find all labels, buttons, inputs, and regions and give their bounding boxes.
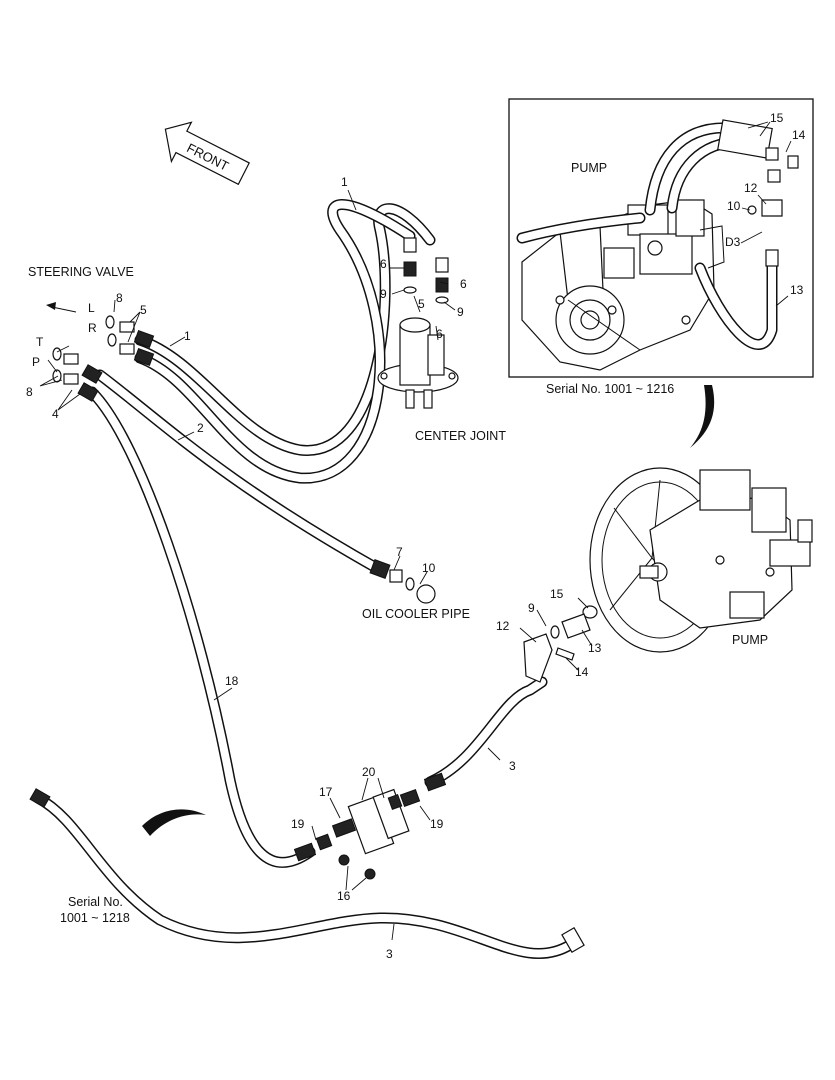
serial-label-line1: Serial No. bbox=[68, 895, 123, 909]
callout-8-left: 8 bbox=[26, 385, 33, 399]
port-l-label: L bbox=[88, 301, 95, 315]
pump-inset: PUMP Serial No. 1001 ~ 1216 15 14 12 10 … bbox=[508, 98, 814, 396]
callout-19-b: 19 bbox=[430, 817, 444, 831]
callout-9-pump: 9 bbox=[528, 601, 535, 615]
center-joint-fittings bbox=[403, 237, 449, 304]
callout-14: 14 bbox=[575, 665, 589, 679]
bottom-hose-end-left bbox=[29, 788, 51, 808]
port-r-label: R bbox=[88, 321, 97, 335]
callout-7: 7 bbox=[396, 545, 403, 559]
callout-8-top: 8 bbox=[116, 291, 123, 305]
callout-20: 20 bbox=[362, 765, 376, 779]
callout-6-a: 6 bbox=[380, 257, 387, 271]
main-pump-drawing bbox=[589, 467, 813, 653]
callout-12: 12 bbox=[496, 619, 510, 633]
steering-valve-label: STEERING VALVE bbox=[28, 265, 134, 279]
inset-callout-15: 15 bbox=[770, 111, 784, 125]
callout-18: 18 bbox=[225, 674, 239, 688]
inset-pump-label: PUMP bbox=[571, 161, 607, 175]
leader-lines bbox=[39, 189, 593, 941]
callout-10: 10 bbox=[422, 561, 436, 575]
front-direction-arrow: FRONT bbox=[164, 121, 251, 186]
steering-arrow-line bbox=[51, 306, 77, 313]
callout-17: 17 bbox=[319, 785, 333, 799]
callout-15: 15 bbox=[550, 587, 564, 601]
callout-1-valve: 1 bbox=[184, 329, 191, 343]
callout-3-bottom: 3 bbox=[386, 947, 393, 961]
inset-callout-10: 10 bbox=[727, 199, 741, 213]
coupler-assembly bbox=[293, 772, 447, 880]
inset-pointer-arrow bbox=[690, 385, 715, 448]
bottom-hose-end-right bbox=[561, 927, 585, 953]
inset-serial-label: Serial No. 1001 ~ 1216 bbox=[546, 382, 674, 396]
inset-port-d3: D3 bbox=[725, 235, 741, 249]
port-p-label: P bbox=[32, 355, 40, 369]
callout-4: 4 bbox=[52, 407, 59, 421]
oil-cooler-fittings bbox=[369, 559, 436, 604]
callout-6-c: 6 bbox=[436, 327, 443, 341]
center-joint-label: CENTER JOINT bbox=[415, 429, 506, 443]
inset-callout-12: 12 bbox=[744, 181, 758, 195]
port-t-label: T bbox=[36, 335, 44, 349]
callout-9-b: 9 bbox=[457, 305, 464, 319]
serial-label-line2: 1001 ~ 1218 bbox=[60, 911, 130, 925]
callout-9-a: 9 bbox=[380, 287, 387, 301]
callout-6-b: 6 bbox=[460, 277, 467, 291]
inset-callout-13: 13 bbox=[790, 283, 804, 297]
callout-2: 2 bbox=[197, 421, 204, 435]
callout-16: 16 bbox=[337, 889, 351, 903]
oil-cooler-pipe-label: OIL COOLER PIPE bbox=[362, 607, 470, 621]
center-joint-drawing bbox=[377, 317, 459, 409]
inset-callout-14: 14 bbox=[792, 128, 806, 142]
main-pump-label: PUMP bbox=[732, 633, 768, 647]
callout-1-top: 1 bbox=[341, 175, 348, 189]
inset-pump-drawing bbox=[521, 199, 725, 371]
callout-5-valve: 5 bbox=[140, 303, 147, 317]
callout-5-joint: 5 bbox=[418, 297, 425, 311]
serial-pointer-arrow bbox=[142, 809, 206, 836]
steering-valve-fittings bbox=[52, 315, 155, 402]
callout-13: 13 bbox=[588, 641, 602, 655]
callout-19-a: 19 bbox=[291, 817, 305, 831]
steering-arrow-head bbox=[46, 302, 56, 310]
callout-3-mid: 3 bbox=[509, 759, 516, 773]
